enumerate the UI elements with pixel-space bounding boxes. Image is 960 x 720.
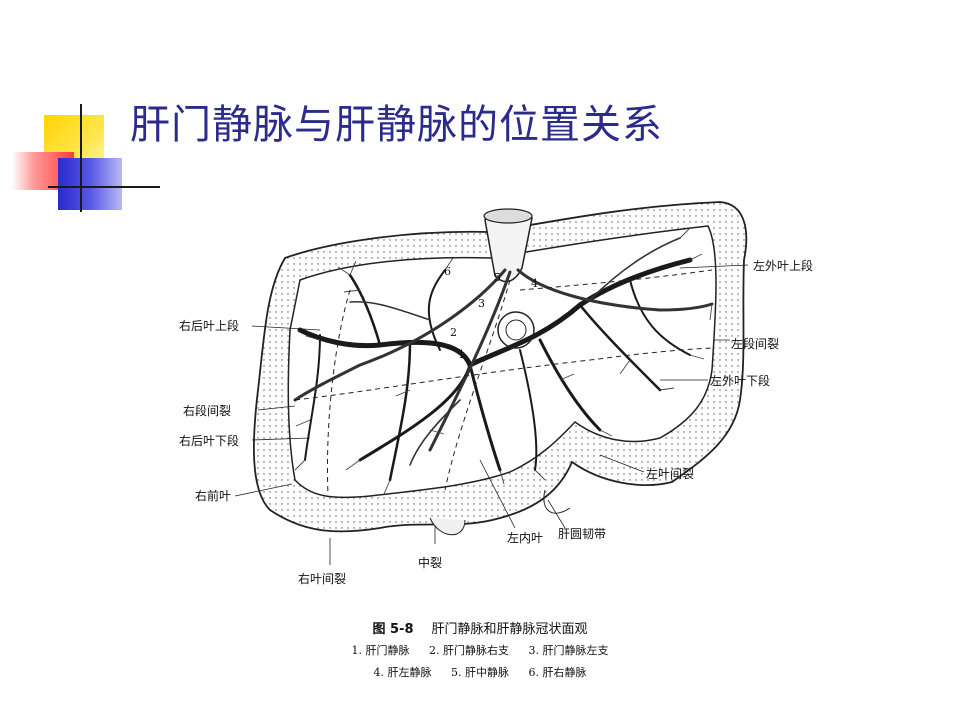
- vessel-number-2: 2: [450, 326, 457, 339]
- label-left-lateral-lower: 左外叶下段: [710, 374, 771, 388]
- label-right-posterior-lower: 右后叶下段: [179, 434, 240, 448]
- vessel-number-4: 4: [531, 277, 538, 290]
- decor-blue-square: [58, 158, 122, 210]
- liver-cut-surface: [287, 225, 717, 499]
- vessel-number-5: 5: [494, 271, 501, 284]
- legend-item: 1. 肝门静脉: [351, 644, 410, 657]
- label-right-posterior-upper: 右后叶上段: [179, 319, 240, 333]
- figure-legend-line-1: 1. 肝门静脉 2. 肝门静脉右支 3. 肝门静脉左支: [0, 642, 960, 658]
- label-left-medial: 左内叶: [507, 531, 544, 545]
- vessel-number-6: 6: [444, 265, 451, 278]
- slide-title: 肝门静脉与肝静脉的位置关系: [130, 102, 663, 148]
- label-right-segment-fissure: 右段间裂: [183, 404, 232, 418]
- decor-vertical-line: [80, 104, 82, 212]
- legend-item: 6. 肝右静脉: [528, 666, 587, 679]
- figure-legend-line-2: 4. 肝左静脉 5. 肝中静脉 6. 肝右静脉: [0, 664, 960, 680]
- label-middle-fissure: 中裂: [418, 556, 443, 570]
- vessel-number-3: 3: [478, 297, 485, 310]
- legend-item: 4. 肝左静脉: [373, 666, 432, 679]
- label-pointers: [234, 264, 749, 565]
- legend-item: 2. 肝门静脉右支: [429, 644, 509, 657]
- label-left-lateral-upper: 左外叶上段: [753, 259, 814, 273]
- figure-title: 肝门静脉和肝静脉冠状面观: [431, 622, 588, 637]
- label-right-anterior: 右前叶: [195, 489, 232, 503]
- figure-number: 图 5-8: [372, 622, 414, 637]
- liver-diagram: [234, 201, 749, 565]
- legend-item: 3. 肝门静脉左支: [528, 644, 609, 657]
- label-left-segment-fissure: 左段间裂: [731, 337, 780, 351]
- decor-horizontal-line: [48, 186, 160, 188]
- label-ligamentum-teres: 肝圆韧带: [558, 527, 607, 541]
- label-left-lobe-fissure: 左叶间裂: [646, 467, 695, 481]
- label-right-lobe-fissure: 右叶间裂: [298, 572, 347, 586]
- segment-boundaries: [294, 269, 713, 496]
- hepatic-vein-tree: [293, 237, 714, 466]
- figure-caption-title: 图 5-8 肝门静脉和肝静脉冠状面观: [0, 618, 960, 637]
- legend-item: 5. 肝中静脉: [451, 666, 509, 679]
- vessel-number-1: 1: [458, 348, 465, 361]
